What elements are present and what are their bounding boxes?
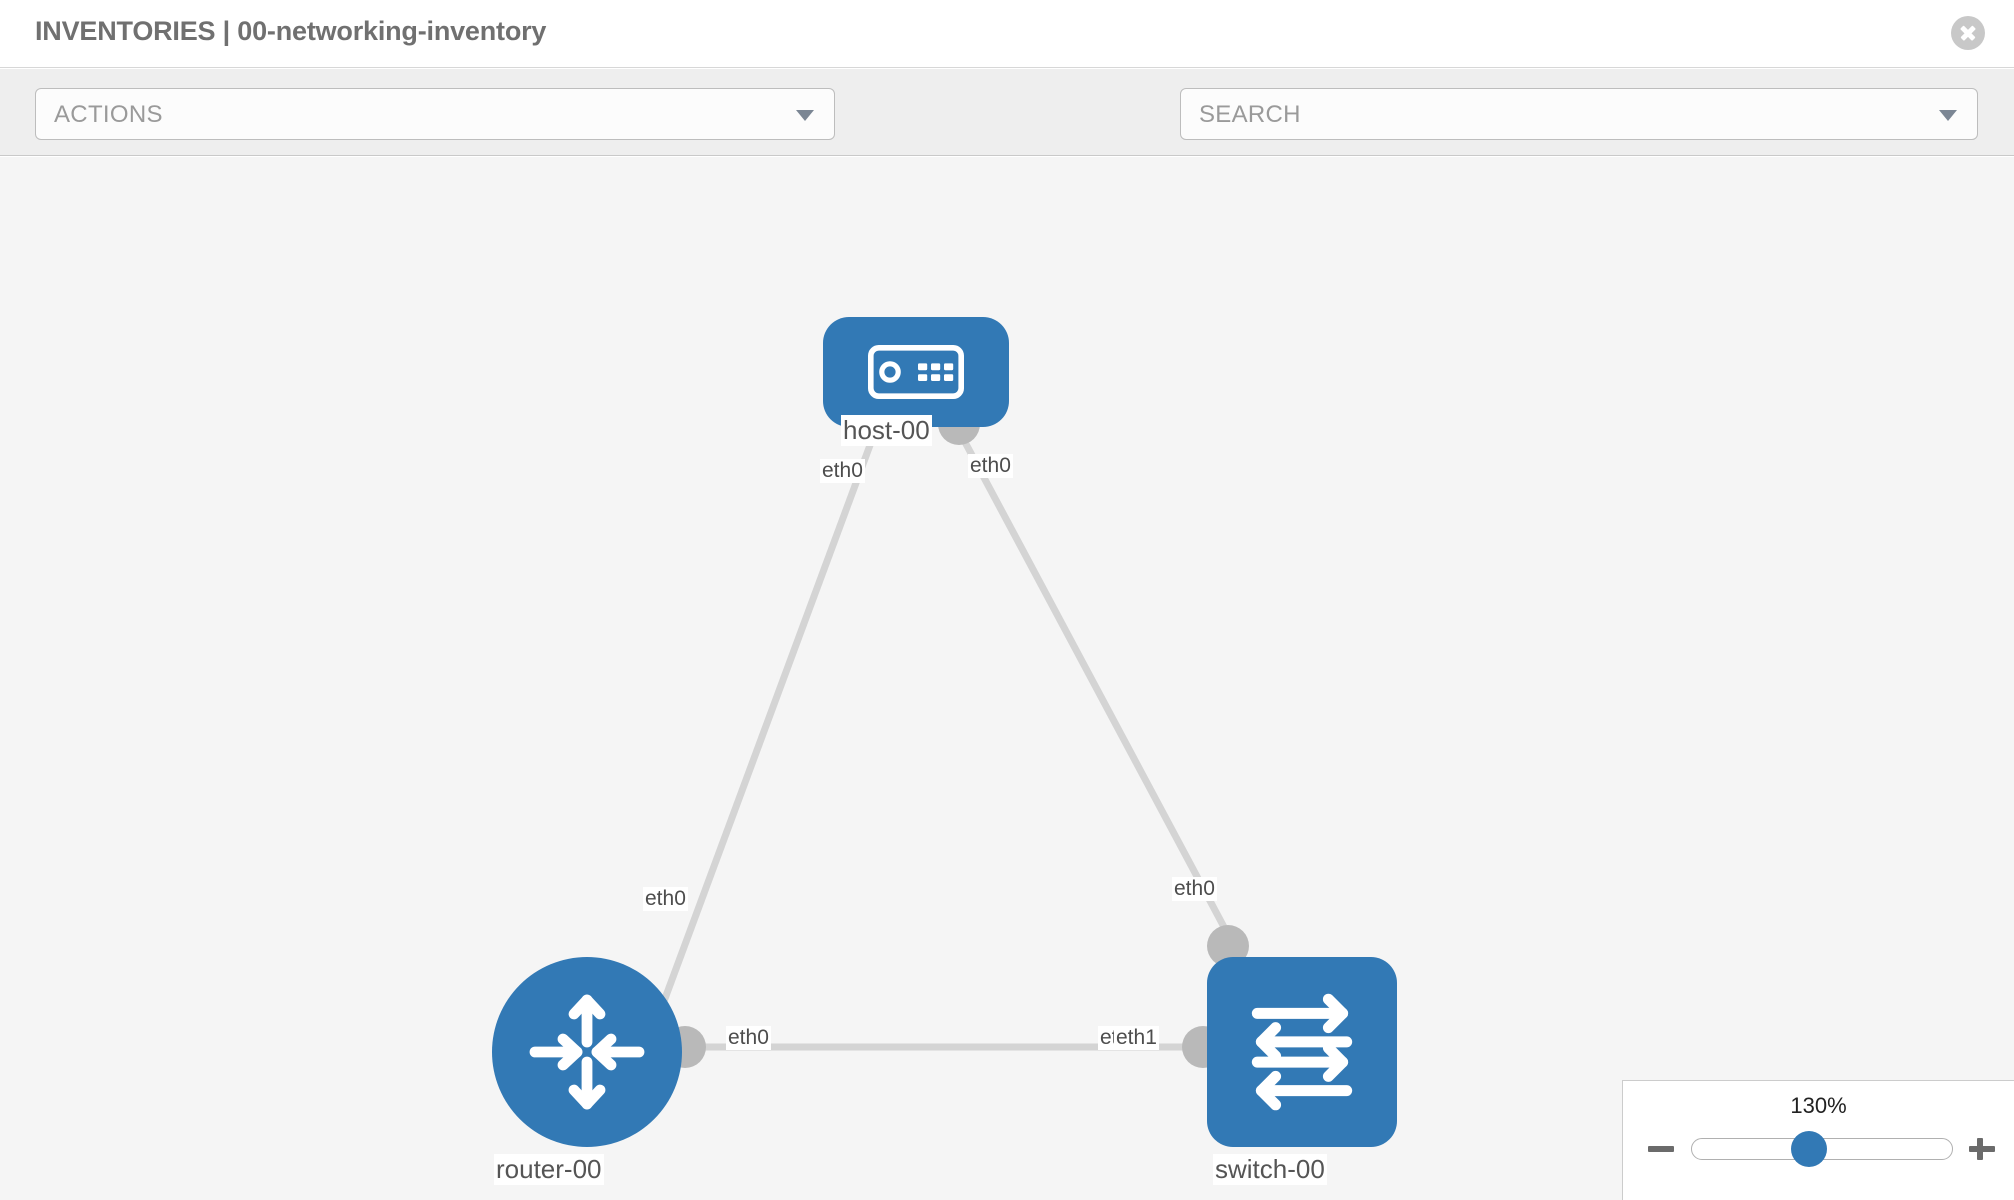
actions-dropdown-label: ACTIONS [54, 101, 163, 128]
node-switch-00-shape [1207, 957, 1397, 1147]
node-router-00[interactable]: router-00 [492, 957, 682, 1185]
switch-arrows-icon [1251, 993, 1353, 1111]
node-switch-00-label: switch-00 [1213, 1154, 1327, 1185]
edge-label-host-left: eth0 [820, 459, 865, 484]
page-header: INVENTORIES | 00-networking-inventory [0, 0, 2014, 68]
search-chevron-down-icon [1939, 110, 1957, 121]
zoom-control-panel: 130% [1622, 1080, 2014, 1200]
search-input[interactable]: SEARCH [1180, 88, 1978, 140]
edge-label-switch-up: eth0 [1172, 877, 1217, 902]
edge-label-switch-left: eth1 [1114, 1026, 1159, 1051]
node-host-00[interactable]: host-00 [823, 317, 1009, 446]
node-host-00-shape [823, 317, 1009, 427]
zoom-slider-thumb[interactable] [1791, 1131, 1827, 1167]
node-router-00-label: router-00 [494, 1154, 604, 1185]
edge-label-router-up: eth0 [643, 887, 688, 912]
edge-label-router-right: eth0 [726, 1026, 771, 1051]
actions-dropdown[interactable]: ACTIONS [35, 88, 835, 140]
router-arrows-icon [529, 994, 645, 1110]
topology-links [656, 427, 1244, 1051]
node-switch-00[interactable]: switch-00 [1207, 957, 1397, 1185]
toolbar: ACTIONS SEARCH [0, 69, 2014, 199]
zoom-percentage: 130% [1790, 1093, 1847, 1118]
edge-label-host-right: eth0 [968, 454, 1013, 479]
zoom-out-button[interactable] [1646, 1134, 1676, 1164]
node-router-00-shape [492, 957, 682, 1147]
page-title: INVENTORIES | 00-networking-inventory [35, 16, 547, 46]
zoom-in-button[interactable] [1967, 1134, 1997, 1164]
node-host-00-label: host-00 [841, 415, 932, 446]
search-placeholder: SEARCH [1199, 101, 1301, 128]
topology-canvas[interactable]: host-00 router-00 [0, 157, 2014, 1200]
close-icon[interactable] [1951, 16, 1985, 50]
chevron-down-icon [796, 110, 814, 121]
server-icon [868, 345, 964, 399]
